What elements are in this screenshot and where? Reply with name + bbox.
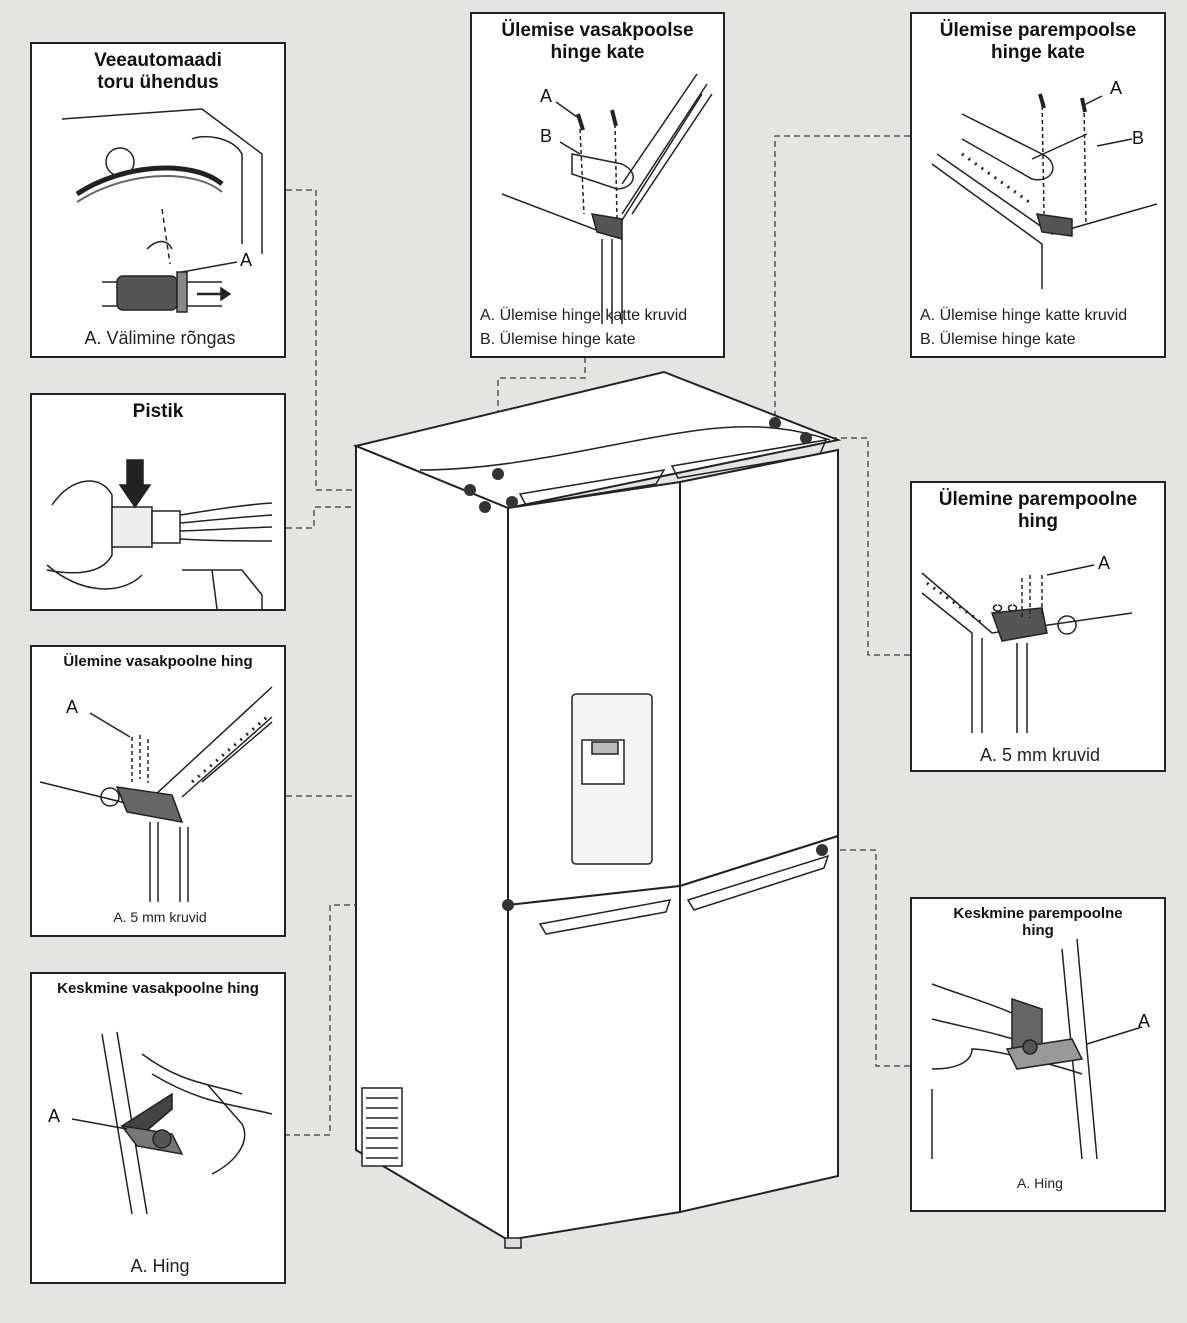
panel-top-right-hinge: Ülemine parempoolne hing A A. 5 mm kruvi… <box>910 481 1166 772</box>
caption-b: B. Ülemise hinge kate <box>920 331 1076 348</box>
panel-title: Ülemise vasakpoolse hinge kate <box>501 20 694 63</box>
connector-top-right-hinge <box>810 437 910 656</box>
callout-a: A <box>240 250 253 270</box>
panel-title: Veeautomaadi toru ühendus <box>94 50 222 93</box>
connector-water <box>286 189 470 491</box>
panel-plug: Pistik <box>30 393 286 611</box>
top-right-cover-illustration <box>931 93 1158 289</box>
panel-title: Keskmine parempoolne hing <box>953 905 1123 940</box>
caption: A. Välimine rõngas <box>84 328 236 348</box>
panel-title: Keskmine vasakpoolne hing <box>57 980 259 997</box>
panel-mid-right-hinge: Keskmine parempoolne hing A A. Hing <box>910 897 1166 1212</box>
handle-right-upper <box>670 439 828 479</box>
caption: A. 5 mm kruvid <box>113 909 207 925</box>
refrigerator <box>352 370 842 1242</box>
handle-left-upper <box>518 469 666 506</box>
hinge-point-dot <box>816 844 828 856</box>
callout-a: A <box>1098 553 1111 573</box>
mid-right-hinge-illustration <box>931 938 1143 1160</box>
callout-b: B <box>1132 128 1145 148</box>
handle-left-lower <box>538 899 672 935</box>
panel-title: Pistik <box>132 401 184 422</box>
caption: A. 5 mm kruvid <box>979 745 1101 765</box>
callout-b: B <box>540 126 553 146</box>
connector-top-right-cover <box>774 135 910 422</box>
panel-title: Ülemine parempoolne hing <box>938 489 1138 532</box>
callout-a: A <box>1138 1011 1151 1031</box>
caption: A. Hing <box>1017 1175 1063 1191</box>
caption: A. Hing <box>130 1256 190 1276</box>
callout-a: A <box>540 86 553 106</box>
connector-mid-right-hinge <box>822 849 910 1067</box>
hinge-point-dot <box>800 432 812 444</box>
vent-grille <box>361 1087 403 1167</box>
drawer-left <box>507 884 681 1242</box>
panel-title: Ülemise parempoolse hinge kate <box>939 20 1137 63</box>
plug-illustration <box>46 459 273 609</box>
water-connection-illustration <box>61 108 263 313</box>
hinge-point-dot <box>464 484 476 496</box>
panel-top-left-cover: Ülemise vasakpoolse hinge kate A B A. Ül… <box>470 12 725 358</box>
handle-right-lower <box>686 854 830 911</box>
panel-mid-left-hinge: Keskmine vasakpoolne hing A A. Hing <box>30 972 286 1284</box>
hinge-point-dot <box>502 899 514 911</box>
top-left-cover-illustration <box>501 73 713 324</box>
hinge-point-dot <box>479 501 491 513</box>
caption-b: B. Ülemise hinge kate <box>480 331 636 348</box>
panel-water-connection: Veeautomaadi toru ühendus A A. Välimine … <box>30 42 286 358</box>
hinge-point-dot <box>492 468 504 480</box>
panel-top-left-hinge: Ülemine vasakpoolne hing A A. 5 mm kruvi… <box>30 645 286 937</box>
callout-a: A <box>1110 78 1123 98</box>
drawer-right <box>679 834 839 1214</box>
caption-a: A. Ülemise hinge katte kruvid <box>480 307 688 324</box>
panel-title: Ülemine vasakpoolne hing <box>63 653 253 670</box>
callout-a: A <box>66 697 79 717</box>
caption-a: A. Ülemise hinge katte kruvid <box>920 307 1128 324</box>
top-right-hinge-illustration <box>921 564 1133 733</box>
hinge-point-dot <box>506 496 518 508</box>
panel-top-right-cover: Ülemise parempoolse hinge kate A B A. Ül… <box>910 12 1166 358</box>
hinge-point-dot <box>769 417 781 429</box>
callout-a: A <box>48 1106 61 1126</box>
door-right-upper <box>679 448 839 888</box>
mid-left-hinge-illustration <box>71 1031 273 1215</box>
top-left-hinge-illustration <box>39 686 273 902</box>
connector-top-left-cover <box>497 357 586 475</box>
